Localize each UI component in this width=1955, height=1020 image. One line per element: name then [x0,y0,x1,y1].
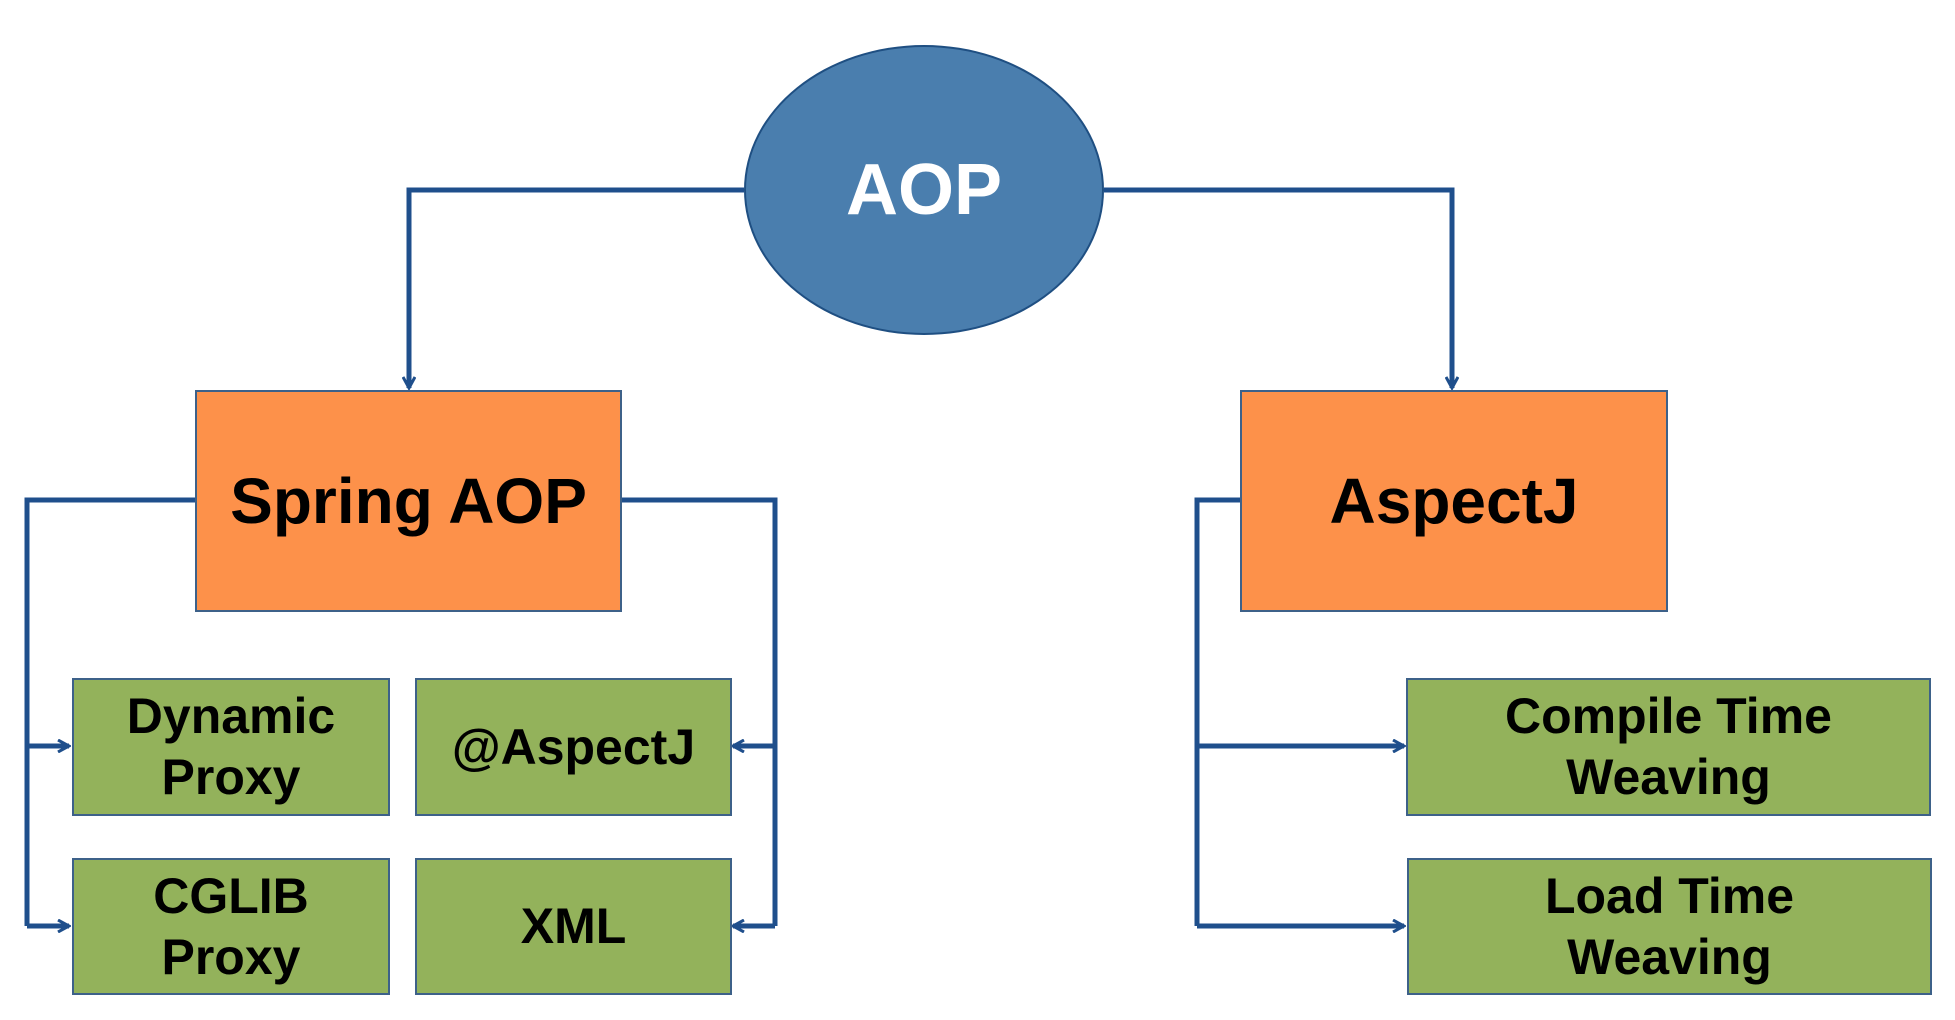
leaf-node-aspectj-annotation: @AspectJ [415,678,732,816]
leaf-node-cglib-proxy: CGLIB Proxy [72,858,390,995]
leaf-node-label: Compile Time Weaving [1505,688,1832,805]
root-node-label: AOP [845,150,1003,230]
connector-spring-left-trunk [24,497,195,926]
connector-spring-right-trunk [622,497,778,926]
connector-root-to-spring-aop [409,187,744,388]
leaf-node-label: @AspectJ [451,718,696,775]
leaf-node-xml: XML [415,858,732,995]
branch-node-aspectj: AspectJ [1240,390,1668,612]
leaf-node-compile-time-weaving: Compile Time Weaving [1406,678,1931,816]
leaf-node-label: Dynamic Proxy [126,688,336,805]
leaf-node-dynamic-proxy: Dynamic Proxy [72,678,390,816]
leaf-node-label: Load Time Weaving [1544,867,1795,985]
leaf-node-label: XML [520,898,627,954]
root-node-aop: AOP [744,45,1104,335]
branch-node-spring-aop: Spring AOP [195,390,622,612]
leaf-node-label: CGLIB Proxy [153,867,309,985]
leaf-node-load-time-weaving: Load Time Weaving [1407,858,1932,995]
branch-node-label: Spring AOP [230,465,587,537]
branch-node-label: AspectJ [1329,465,1579,537]
connector-root-to-aspectj [1104,187,1452,388]
connector-aspectj-trunk [1194,497,1240,926]
